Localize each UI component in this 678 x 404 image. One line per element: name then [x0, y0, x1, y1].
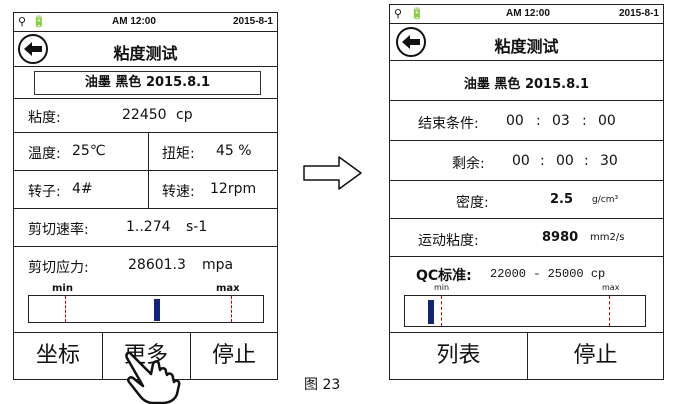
rotor-label: 转子:	[28, 184, 61, 200]
coordinates-button[interactable]: 坐标	[35, 343, 80, 368]
range-min-label: min	[52, 283, 73, 294]
remaining-row: 剩余: 00 : 00 : 30	[390, 141, 663, 181]
stop-button[interactable]: 停止	[573, 343, 618, 368]
viscosity-value: 22450	[122, 107, 167, 123]
separator: :	[536, 113, 541, 129]
status-bar: ⚲ 🔋 AM 12:00 2015-8-1	[14, 13, 277, 32]
qc-min-label: min	[434, 283, 450, 292]
usb-icon: ⚲	[394, 8, 403, 20]
min-marker	[441, 296, 442, 326]
density-label: 密度:	[456, 195, 489, 211]
shear-stress-row: 剪切应力: 28601.3 mpa min max	[14, 247, 277, 333]
min-marker	[65, 296, 66, 322]
separator: :	[540, 153, 545, 169]
shear-rate-row: 剪切速率: 1..274 s-1	[14, 209, 277, 247]
shear-stress-label: 剪切应力:	[28, 260, 89, 276]
density-value: 2.5	[550, 192, 574, 207]
sample-name: 油墨 黑色 2015.8.1	[463, 77, 590, 92]
remaining-label: 剩余:	[452, 156, 485, 172]
figure-caption: 图 23	[304, 377, 341, 393]
back-button[interactable]	[396, 27, 426, 57]
density-unit: g/cm³	[592, 195, 619, 205]
bottom-buttons: 列表 停止	[390, 333, 663, 379]
page-title: 粘度测试	[494, 37, 559, 56]
page-title: 粘度测试	[113, 44, 178, 63]
kinematic-viscosity-value: 8980	[542, 230, 579, 245]
temp-torque-row: 温度: 25℃ 扭矩: 45 %	[14, 133, 277, 171]
bottom-buttons: 坐标 更多 停止	[14, 333, 277, 379]
left-device-screen: ⚲ 🔋 AM 12:00 2015-8-1 粘度测试 油墨 黑色 2015.8.…	[13, 12, 278, 380]
viscosity-label: 粘度:	[28, 110, 61, 126]
back-button[interactable]	[18, 34, 48, 64]
torque-value: 45 %	[216, 143, 252, 159]
back-arrow-icon	[24, 42, 42, 56]
end-condition-label: 结束条件:	[418, 116, 479, 132]
kinematic-viscosity-label: 运动粘度:	[418, 233, 479, 249]
viscosity-unit: cp	[176, 107, 193, 123]
sample-row: 油墨 黑色 2015.8.1	[14, 67, 277, 99]
right-arrow-icon	[303, 156, 362, 190]
divider	[527, 333, 528, 379]
hand-pointer-icon	[125, 351, 181, 404]
usb-icon: ⚲	[18, 16, 27, 28]
battery-icon: 🔋	[32, 16, 46, 28]
separator: :	[584, 153, 589, 169]
status-date: 2015-8-1	[232, 16, 273, 27]
shear-rate-unit: s-1	[186, 219, 208, 235]
separator: :	[582, 113, 587, 129]
qc-max-label: max	[602, 283, 620, 292]
temperature-label: 温度:	[28, 146, 61, 162]
divider	[102, 333, 103, 379]
stop-button[interactable]: 停止	[211, 343, 256, 368]
density-row: 密度: 2.5 g/cm³	[390, 181, 663, 219]
shear-rate-value: 1..274	[126, 219, 171, 235]
kinematic-viscosity-unit: mm2/s	[590, 232, 625, 243]
shear-stress-unit: mpa	[202, 257, 234, 273]
status-bar: ⚲ 🔋 AM 12:00 2015-8-1	[390, 5, 663, 24]
kinematic-viscosity-row: 运动粘度: 8980 mm2/s	[390, 219, 663, 257]
viscosity-row: 粘度: 22450 cp	[14, 99, 277, 133]
rotor-value: 4#	[72, 181, 93, 197]
end-seconds: 00	[598, 113, 616, 129]
back-arrow-icon	[402, 35, 420, 49]
end-hours: 00	[506, 113, 524, 129]
remaining-hours: 00	[512, 153, 530, 169]
qc-label: QC标准:	[416, 268, 472, 284]
list-button[interactable]: 列表	[436, 343, 481, 368]
sample-name-field[interactable]: 油墨 黑色 2015.8.1	[34, 71, 261, 95]
end-condition-row: 结束条件: 00 : 03 : 00	[390, 101, 663, 141]
status-date: 2015-8-1	[618, 8, 659, 19]
range-bar	[28, 295, 264, 323]
status-time: AM 12:00	[112, 16, 156, 27]
remaining-seconds: 30	[600, 153, 618, 169]
speed-value: 12rpm	[210, 181, 257, 197]
max-marker	[609, 296, 610, 326]
divider	[190, 333, 191, 379]
shear-stress-value: 28601.3	[128, 257, 186, 273]
right-device-screen: ⚲ 🔋 AM 12:00 2015-8-1 粘度测试 油墨 黑色 2015.8.…	[389, 4, 664, 380]
remaining-minutes: 00	[556, 153, 574, 169]
range-indicator	[154, 299, 160, 321]
shear-rate-label: 剪切速率:	[28, 222, 89, 238]
range-max-label: max	[216, 283, 240, 294]
rotor-speed-row: 转子: 4# 转速: 12rpm	[14, 171, 277, 209]
battery-icon: 🔋	[410, 8, 424, 20]
qc-range-bar	[404, 295, 646, 327]
qc-indicator	[428, 300, 434, 324]
divider	[148, 171, 149, 208]
status-time: AM 12:00	[506, 8, 550, 19]
header: 粘度测试	[14, 31, 277, 67]
end-minutes: 03	[552, 113, 570, 129]
sample-row: 油墨 黑色 2015.8.1	[390, 61, 663, 101]
torque-label: 扭矩:	[162, 146, 195, 162]
max-marker	[231, 296, 232, 322]
temperature-value: 25℃	[72, 143, 106, 159]
qc-range: 22000 - 25000 cp	[490, 267, 606, 281]
divider	[148, 133, 149, 170]
speed-label: 转速:	[162, 184, 195, 200]
qc-row: QC标准: 22000 - 25000 cp min max	[390, 257, 663, 333]
header: 粘度测试	[390, 23, 663, 61]
